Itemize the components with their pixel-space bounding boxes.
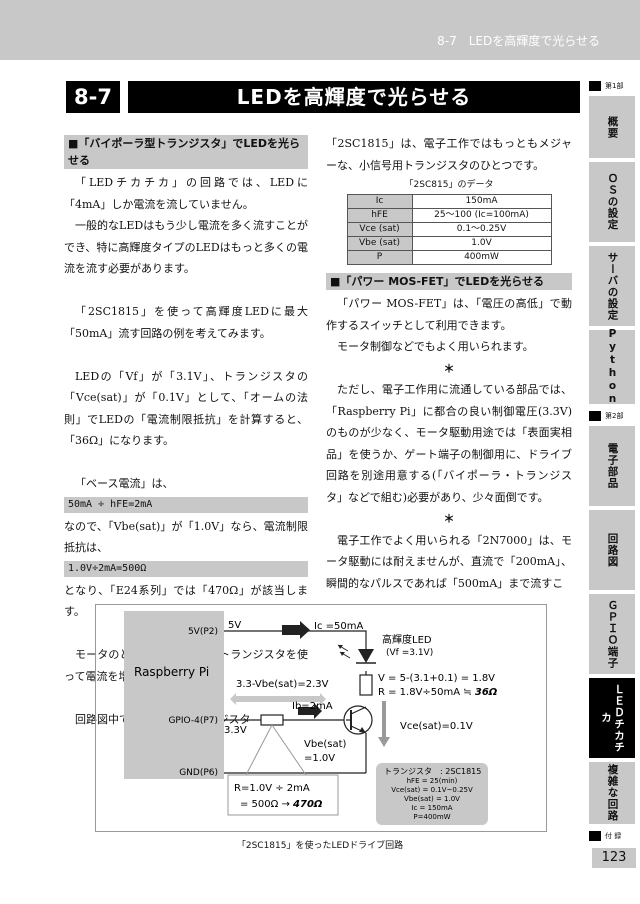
heading-mosfet: ■「パワー MOS-FET」でLEDを光らせる	[326, 273, 572, 290]
label-calc-v: V = 5-(3.1+0.1) = 1.8V	[378, 673, 495, 684]
label-vbe-drop: 3.3-Vbe(sat)=2.3V	[236, 679, 329, 690]
side-tabs: 第1部 概要 ＯＳの設定 サーバの設定 Python 第2部 電子部品 回路図 …	[589, 80, 635, 870]
part-marker: 第1部	[589, 80, 635, 92]
label-calc-r: R = 1.8V÷50mA ≒ 36Ω	[378, 687, 498, 698]
label-vbe-1: Vbe(sat)	[304, 739, 347, 750]
label-res-2: = 500Ω → 470Ω	[240, 799, 323, 810]
right-column: 「2SC1815」は、電子工作ではもっともメジャーな、小信号用トランジスタのひと…	[326, 133, 572, 594]
circuit-figure: Raspberry Pi 5V(P2) GPIO-4(P7) GND(P6)	[95, 604, 547, 832]
top-banner	[0, 0, 640, 60]
table-caption: 「2SC815」のデータ	[404, 180, 494, 190]
transistor-icon	[343, 705, 373, 735]
paragraph: 「2SC1815」を使って高輝度LEDに最大「50mA」流す回路の例を考えてみま…	[64, 305, 308, 340]
transistor-spec-box	[376, 763, 488, 825]
pin-5v-label: 5V(P2)	[188, 627, 218, 637]
side-tab-server-settings[interactable]: サーバの設定	[589, 246, 635, 326]
paragraph: 一般的なLEDはもう少し電流を多く流すことができ、特に高輝度タイプのLEDはもっ…	[64, 219, 308, 275]
base-resistor-icon	[260, 714, 284, 726]
spec-line: Vce(sat) = 0.1V~0.25V	[391, 786, 473, 794]
paragraph: 「2SC1815」は、電子工作ではもっともメジャーな、小信号用トランジスタのひと…	[326, 137, 572, 172]
paragraph: 「LEDチカチカ」の回路では、LEDに「4mA」しか電流を流していません。	[64, 176, 308, 211]
table-value: 0.1～0.25V	[411, 222, 552, 237]
side-tab-led-blink[interactable]: ＬＥＤチカチカ	[589, 678, 635, 758]
spec-line: hFE = 25(min)	[407, 777, 458, 785]
paragraph: モータ制御などでもよく用いられます。	[337, 340, 534, 353]
callout-line	[271, 724, 307, 776]
spec-line: P=400mW	[413, 813, 450, 821]
pin-gnd-label: GND(P6)	[179, 768, 218, 778]
label-ic: Ic =50mA	[314, 621, 363, 632]
label-5v: 5V	[228, 620, 241, 631]
formula-base-current: 50mA ÷ hFE=2mA	[64, 496, 308, 513]
section-number: 8-7	[66, 81, 120, 113]
label-led-name: 高輝度LED	[382, 633, 432, 646]
paragraph: なので、「Vbe(sat)」が「1.0V」なら、電流制限抵抗は、	[64, 519, 308, 555]
ib-arrow-icon	[298, 703, 322, 719]
table-row: Vce (sat)0.1～0.25V	[346, 222, 552, 237]
side-tab-gpio[interactable]: ＧＰＩＯ端子	[589, 594, 635, 674]
label-vbe-2: =1.0V	[304, 753, 335, 764]
paragraph: LEDの「Vf」が「3.1V」、トランジスタの「Vce(sat)」が「0.1V」…	[64, 369, 308, 448]
table-value: 400mW	[411, 250, 552, 265]
running-head: 8-7 LEDを高輝度で光らせる	[437, 34, 600, 48]
pin-gpio-label: GPIO-4(P7)	[168, 716, 218, 726]
resistor-calc-box	[227, 774, 339, 816]
label-led-vf: (Vf =3.1V)	[386, 648, 433, 658]
asterisk-separator: ＊	[443, 512, 455, 525]
table-key: Vbe (sat)	[346, 236, 413, 251]
rpi-label: Raspberry Pi	[134, 665, 209, 679]
side-tab-overview[interactable]: 概要	[589, 96, 635, 158]
ic-arrow-icon	[282, 621, 310, 639]
heading-bipolar: ■「バイポーラ型トランジスタ」でLEDを光らせる	[64, 135, 308, 169]
callout-line	[245, 724, 273, 776]
paragraph: となり、「E24系列」では「470Ω」が該当します。	[64, 583, 308, 619]
paragraph: ただし、電子工作用に流通している部品では、「Raspberry Pi」に都合の良…	[326, 383, 572, 504]
paragraph: 「パワー MOS-FET」は、「電圧の高低」で動作するスイッチとして利用できます…	[326, 297, 572, 332]
part-marker: 付 録	[589, 830, 635, 842]
figure-caption: 「2SC1815」を使ったLEDドライブ回路	[236, 841, 404, 851]
label-ib: Ib=2mA	[292, 701, 333, 712]
table-value: 25～100 (Ic=100mA)	[411, 208, 552, 223]
section-title: LEDを高輝度で光らせる	[128, 81, 580, 113]
label-vce: Vce(sat)=0.1V	[400, 721, 473, 732]
side-tab-circuit-diagram[interactable]: 回路図	[589, 510, 635, 590]
paragraph: 電子工作でよく用いられる「2N7000」は、モータ駆動には耐えませんが、直流で「…	[326, 533, 572, 590]
formula-resistor: 1.0V÷2mA=500Ω	[64, 560, 308, 577]
table-value: 150mA	[411, 194, 552, 209]
circuit-diagram: Raspberry Pi 5V(P2) GPIO-4(P7) GND(P6)	[124, 611, 498, 825]
label-3v3: 3.3V	[224, 725, 247, 736]
part-marker: 第2部	[589, 410, 635, 422]
vce-arrow-icon	[378, 701, 390, 747]
table-key: P	[346, 250, 413, 265]
table-key: hFE	[346, 208, 413, 223]
voltage-span-arrow	[230, 693, 326, 705]
side-tab-electronic-parts[interactable]: 電子部品	[589, 426, 635, 506]
side-tab-complex-circuit[interactable]: 複雑な回路	[589, 762, 635, 824]
label-res-1: R=1.0V ÷ 2mA	[234, 783, 310, 794]
spec-line: Vbe(sat) = 1.0V	[404, 795, 460, 803]
resistor-icon	[359, 674, 373, 696]
side-tab-os-settings[interactable]: ＯＳの設定	[589, 162, 635, 242]
table-key: Vce (sat)	[346, 222, 413, 237]
spec-line: トランジスタ : 2SC1815	[384, 767, 481, 776]
page-number: 123	[592, 848, 636, 868]
table-key: Ic	[346, 194, 413, 209]
led-icon	[337, 644, 376, 664]
table-value: 1.0V	[411, 236, 552, 251]
asterisk-separator: ＊	[443, 361, 455, 375]
raspberry-pi-block	[124, 611, 224, 779]
spec-line: Ic = 150mA	[411, 804, 452, 812]
table-row: Vbe (sat)1.0V	[346, 236, 552, 251]
paragraph: 「ベース電流」は、	[75, 477, 174, 490]
side-tab-python[interactable]: Python	[589, 328, 635, 406]
